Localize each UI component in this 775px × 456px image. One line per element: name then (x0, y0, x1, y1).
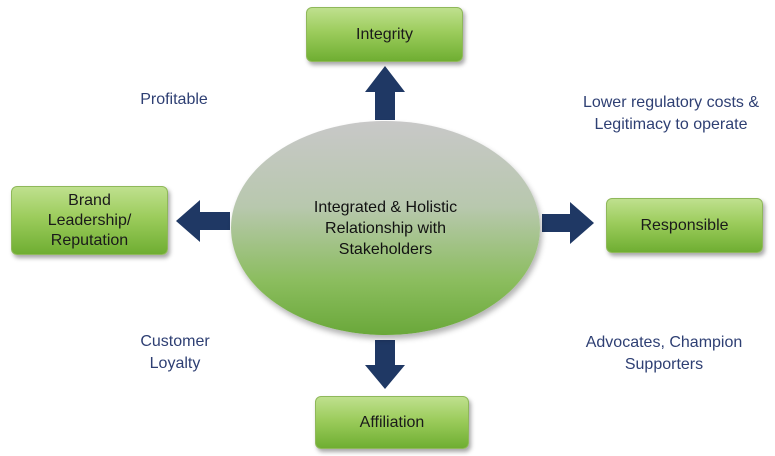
box-affiliation-label: Affiliation (359, 413, 425, 431)
arrow-up (365, 66, 405, 120)
arrow-right (542, 202, 594, 244)
box-integrity: Integrity (306, 7, 463, 62)
box-responsible-label: Responsible (640, 216, 729, 234)
central-ellipse: Integrated & Holistic Relationship with … (231, 121, 540, 335)
box-responsible: Responsible (606, 198, 763, 253)
box-affiliation: Affiliation (315, 396, 469, 449)
label-lower-regulatory-costs: Lower regulatory costs & Legitimacy to o… (582, 94, 760, 133)
arrow-left (176, 200, 230, 242)
box-integrity-label: Integrity (356, 25, 413, 43)
label-advocates: Advocates, Champion Supporters (585, 334, 743, 373)
label-customer-loyalty: Customer Loyalty (140, 333, 210, 372)
box-brand-leadership: Brand Leadership/ Reputation (11, 186, 168, 255)
box-brand-leadership-label: Brand Leadership/ Reputation (47, 191, 132, 249)
label-profitable: Profitable (140, 91, 208, 108)
arrow-down (365, 340, 405, 389)
central-ellipse-text: Integrated & Holistic Relationship with … (313, 198, 458, 258)
